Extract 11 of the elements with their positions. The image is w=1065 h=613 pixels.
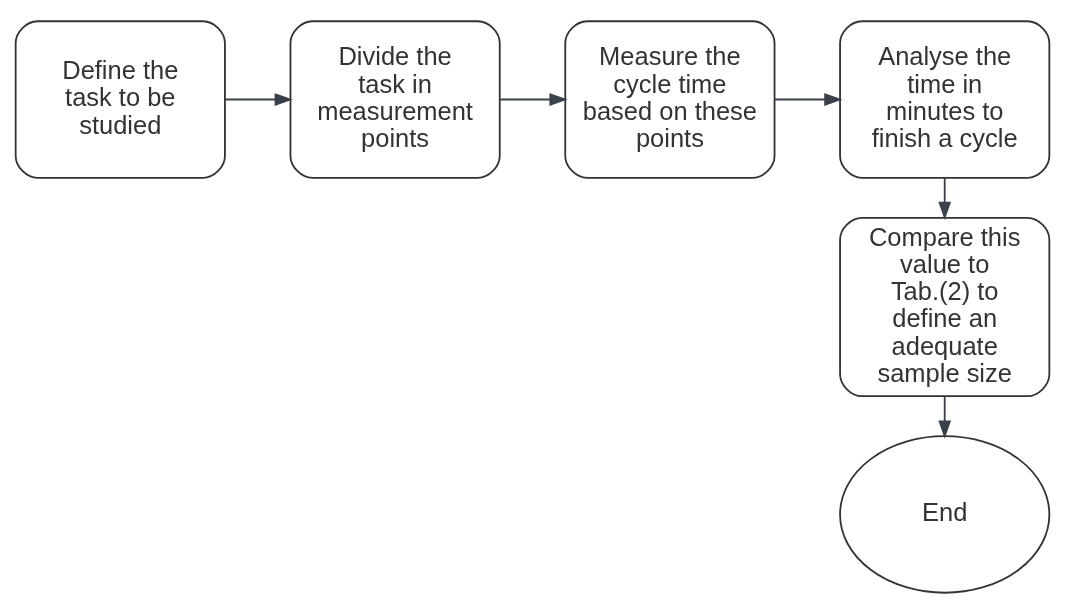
arrow bbox=[224, 92, 293, 106]
node-ellipse: End bbox=[839, 434, 1051, 594]
arrow bbox=[938, 176, 952, 220]
node-box: Divide the task in measurement points bbox=[289, 19, 501, 179]
arrow bbox=[938, 395, 952, 439]
arrow bbox=[773, 92, 843, 106]
node-box: Compare this value to Tab.(2) to define an adequate sample size bbox=[839, 216, 1051, 397]
node-box: Analyse the time in minutes to finish a cycle bbox=[839, 19, 1051, 179]
node-box: Define the task to be studied bbox=[14, 19, 226, 179]
arrow bbox=[498, 92, 568, 106]
node-box: Measure the cycle time based on these points bbox=[564, 19, 776, 179]
